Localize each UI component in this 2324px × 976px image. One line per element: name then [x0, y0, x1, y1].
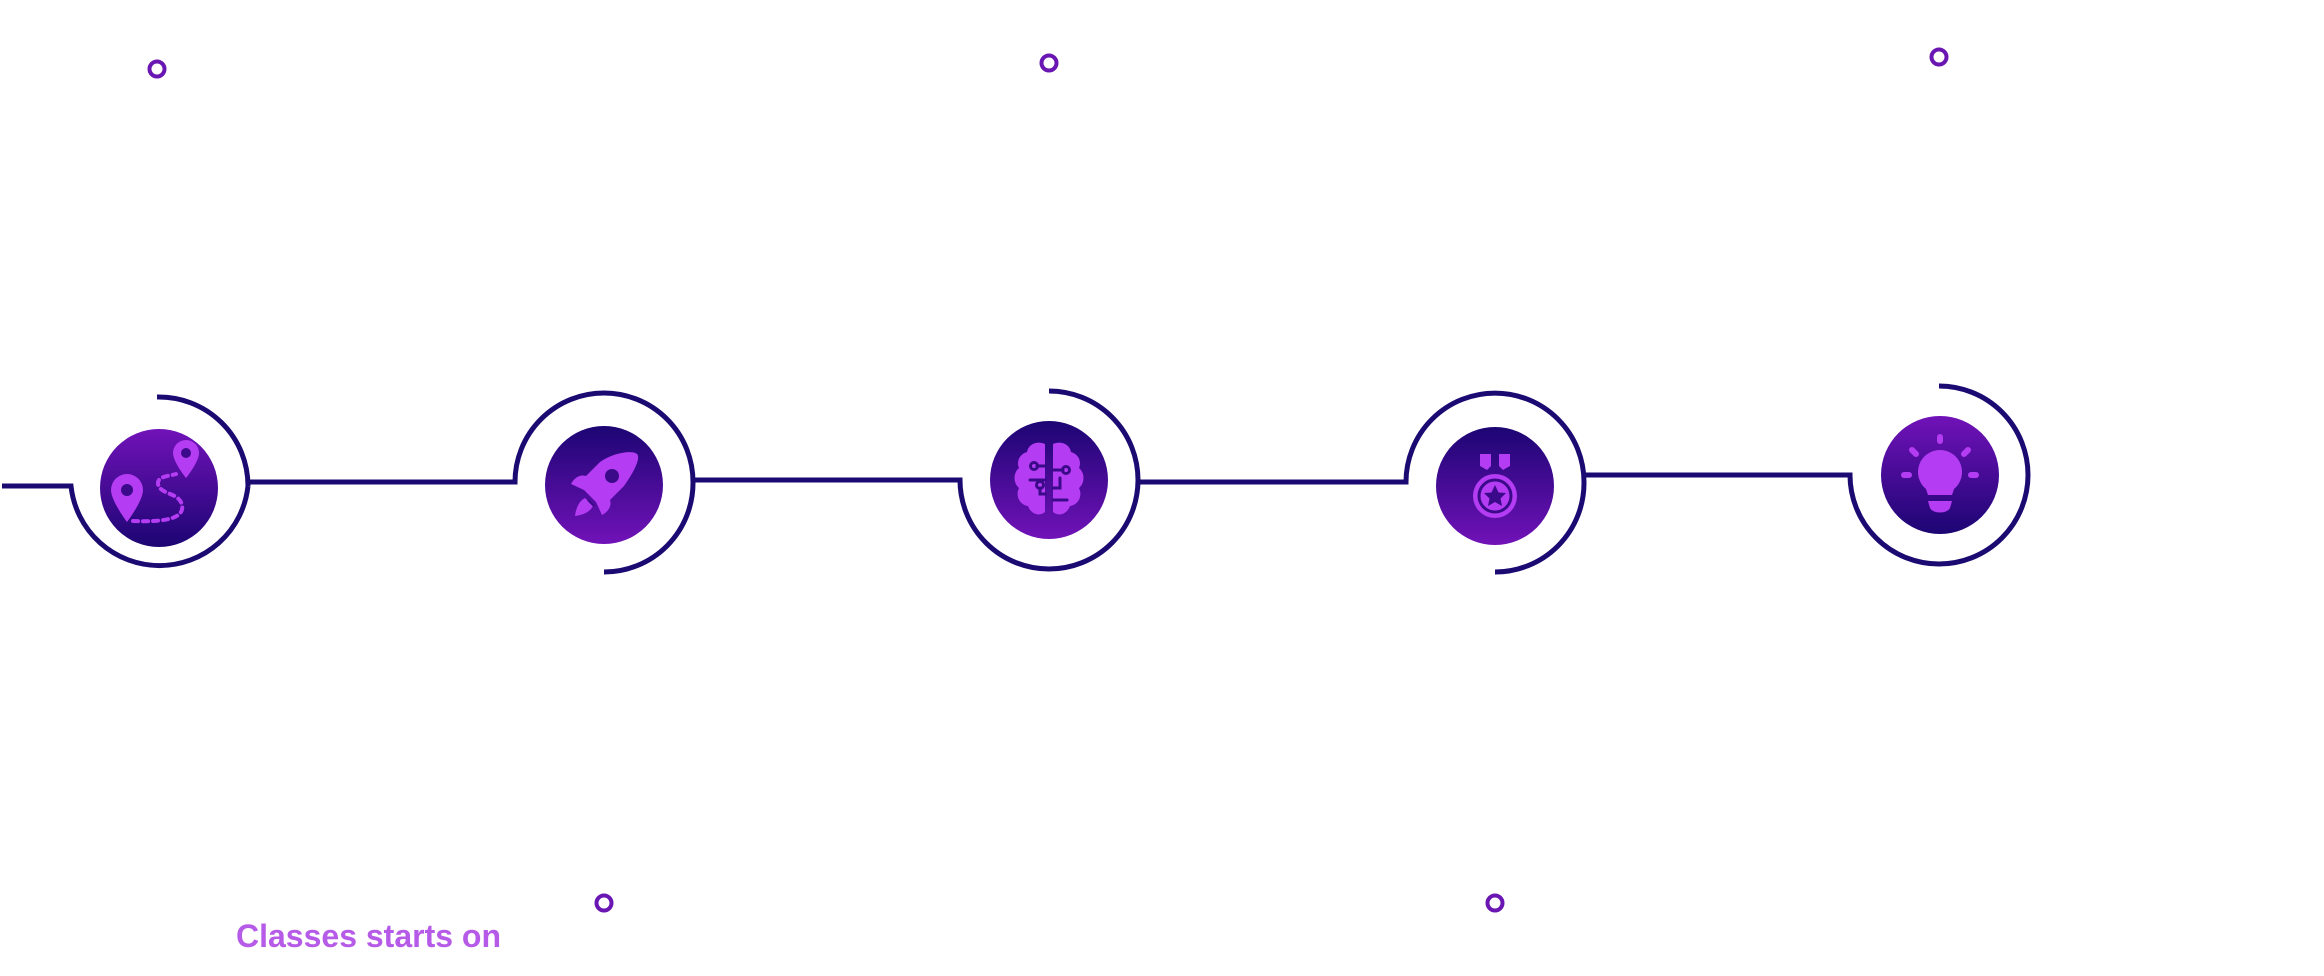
step-node-3 — [990, 421, 1108, 539]
endpoint-markers — [147, 47, 1949, 913]
connector-stems — [154, 63, 1942, 896]
brain-circuit-icon — [1014, 442, 1084, 515]
track-segment-1 — [2, 483, 251, 569]
endpoint-marker-3 — [1039, 53, 1059, 73]
step-node-2 — [545, 426, 663, 544]
ring-5-upper-arc — [1938, 383, 2031, 476]
caption-text: Classes starts on — [236, 918, 502, 954]
endpoint-marker-5 — [1929, 47, 1949, 67]
ring-3-upper-arc — [1048, 388, 1141, 481]
ring-4-lower-arc — [1494, 481, 1587, 575]
step-node-4 — [1436, 427, 1554, 545]
node-disc-3 — [990, 421, 1108, 539]
step-node-5 — [1881, 416, 1999, 534]
lightbulb-icon — [1901, 434, 1979, 513]
endpoint-marker-4 — [1485, 893, 1505, 913]
timeline-track — [2, 383, 2031, 575]
ring-1-upper-arc — [156, 394, 251, 487]
ring-2-lower-arc — [603, 481, 696, 575]
track-segment-3 — [693, 477, 1141, 572]
step-node-1 — [100, 429, 218, 547]
track-segment-5 — [1584, 472, 2031, 567]
endpoint-marker-2 — [594, 893, 614, 913]
route-pins-icon — [111, 440, 199, 524]
endpoint-marker-1 — [147, 59, 167, 79]
track-segment-2 — [248, 390, 696, 485]
rocket-icon — [571, 452, 639, 516]
track-segment-4 — [1138, 390, 1587, 485]
medal-icon — [1473, 454, 1517, 518]
